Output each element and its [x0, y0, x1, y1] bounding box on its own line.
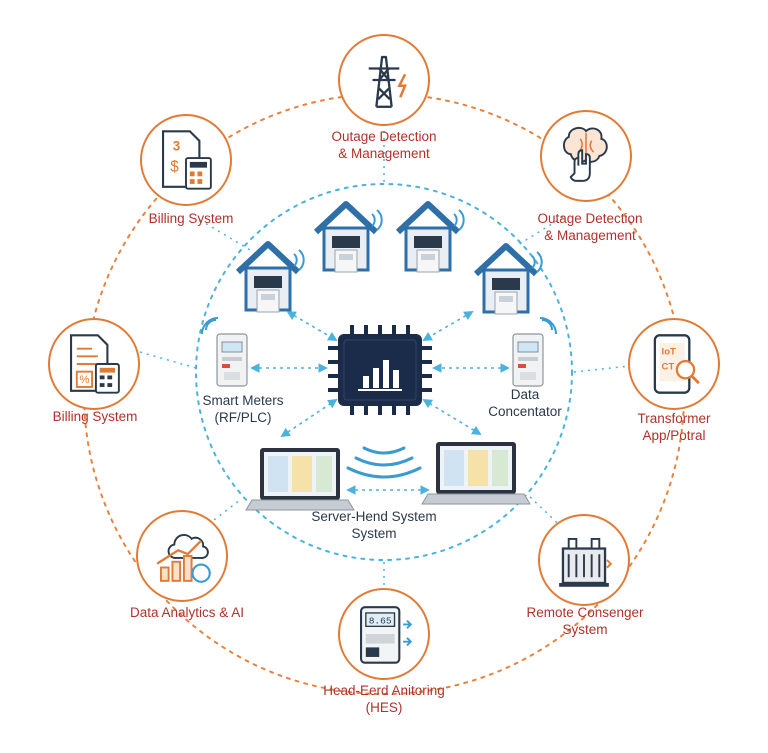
- label-data-analytics: Data Analytics & AI: [112, 604, 262, 621]
- smart-meter-icon: [216, 333, 248, 387]
- brain-hand-icon: [540, 110, 632, 202]
- laptop-icon: [421, 441, 531, 505]
- invoice-calculator-dollar-icon: 3 $: [140, 114, 232, 206]
- mobile-app-magnifier-icon: IoT CT: [628, 318, 720, 410]
- invoice-calculator-percent-icon: %: [48, 318, 140, 410]
- house-meter-icon: [238, 244, 304, 312]
- house-meter-icon: [316, 204, 382, 272]
- wifi-icon: [201, 317, 219, 335]
- label-line: Billing System: [148, 211, 234, 226]
- house-meter-icon: [476, 246, 542, 314]
- label-line: (RF/PLC): [214, 410, 272, 425]
- svg-text:CT: CT: [662, 362, 675, 373]
- transmission-tower-lightning-icon: [338, 34, 430, 126]
- label-data-concentator: Data Concentator: [470, 386, 580, 420]
- label-transformer-app: Transformer App/Potral: [604, 410, 744, 444]
- label-outage-detection-right: Outage Detection & Management: [510, 210, 670, 244]
- svg-text:$: $: [170, 158, 179, 175]
- label-billing-upper-left: Billing System: [126, 210, 256, 227]
- label-line: Concentator: [488, 404, 562, 419]
- label-server-system: Server-Hend System System: [294, 508, 454, 542]
- data-concentrator-icon: [512, 333, 544, 387]
- meter-display-value: 8.65: [369, 615, 392, 626]
- meter-panel-icon: 8.65: [338, 588, 430, 680]
- label-line: App/Potral: [642, 428, 706, 443]
- laptop-icon: [245, 447, 355, 511]
- label-billing-left: Billing System: [30, 408, 160, 425]
- label-remote-consenger: Remote Consenger System: [510, 604, 660, 638]
- label-line: System: [351, 526, 397, 541]
- label-line: Billing System: [52, 409, 138, 424]
- inner-ring: [195, 183, 573, 561]
- label-head-end: Head-Eerd Anitoring (HES): [304, 682, 464, 716]
- wifi-icon: [539, 317, 557, 335]
- label-line: Data Analytics & AI: [129, 605, 245, 620]
- svg-text:%: %: [79, 374, 89, 386]
- label-line: Server-Hend System: [311, 509, 437, 524]
- label-smart-meters: Smart Meters (RF/PLC): [188, 392, 298, 426]
- label-line: & Management: [338, 146, 430, 161]
- cloud-growth-chart-icon: [136, 510, 228, 602]
- label-line: Data: [510, 387, 540, 402]
- label-line: (HES): [365, 700, 403, 715]
- label-line: & Management: [544, 228, 636, 243]
- label-line: Remote Consenger: [526, 605, 644, 620]
- label-line: Outage Detection: [537, 211, 643, 226]
- processor-chip-icon: [328, 325, 432, 415]
- svg-text:IoT: IoT: [662, 346, 676, 357]
- label-outage-detection-top: Outage Detection & Management: [304, 128, 464, 162]
- label-line: Transformer: [637, 411, 711, 426]
- label-line: System: [562, 622, 608, 637]
- house-meter-icon: [398, 204, 464, 272]
- signal-waves-icon: [346, 446, 422, 479]
- transformer-icon: [538, 514, 630, 606]
- svg-text:3: 3: [173, 138, 180, 153]
- label-line: Smart Meters: [202, 393, 284, 408]
- label-line: Outage Detection: [331, 129, 437, 144]
- label-line: Head-Eerd Anitoring: [323, 683, 445, 698]
